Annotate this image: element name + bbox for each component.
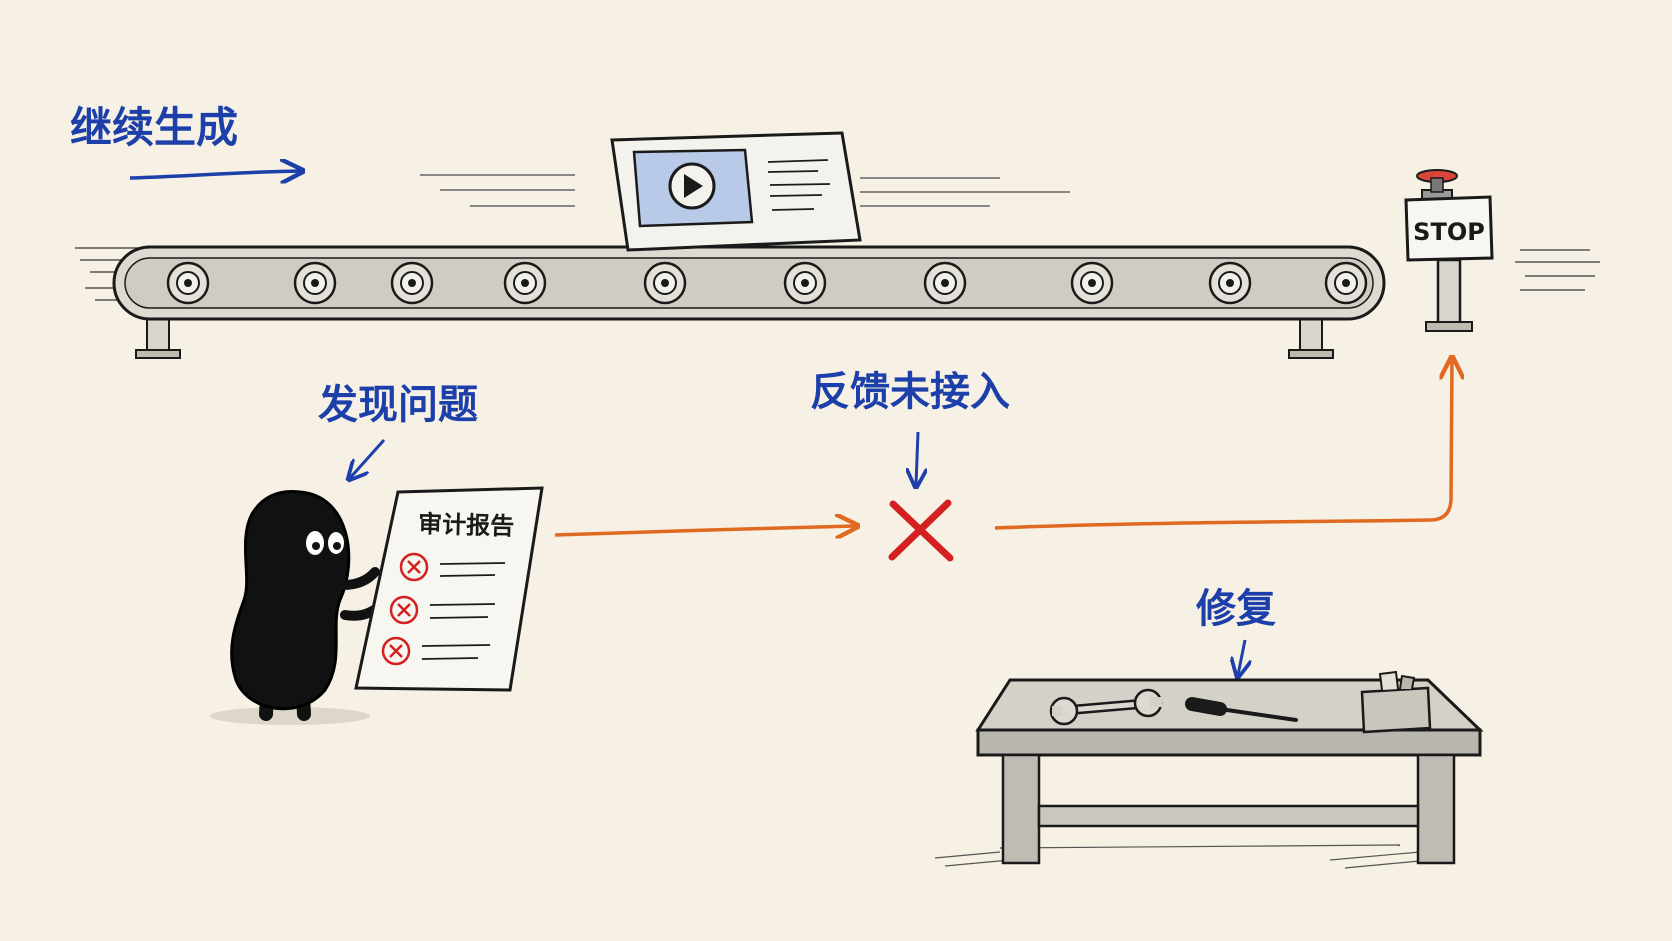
flow-arrow-report-to-feedback [554,526,855,535]
flow-arrow-feedback-to-stop [994,360,1452,530]
motion-lines-top [420,174,1070,207]
continue-arrow [129,171,300,178]
roller [923,261,967,305]
screwdriver-icon [1185,697,1298,722]
card-text-lines [767,159,831,211]
floor-hatching [934,844,1431,869]
label-repair: 修复 [1196,586,1276,632]
found-problem-arrow [350,438,386,478]
feedback-down-arrow [916,431,918,485]
roller [643,261,687,305]
roller [1208,261,1252,305]
error-icon [389,595,419,625]
wrench-icon [1049,688,1163,726]
roller [783,261,827,305]
roller [390,261,434,305]
audit-report-title: 审计报告 [418,510,515,541]
audit-report: 审计报告 [354,486,544,692]
label-found-problem: 发现问题 [318,382,478,428]
repair-arrow [1238,639,1245,675]
stop-sign-text: STOP [1413,218,1485,246]
roller [293,261,337,305]
stop-sign [1404,195,1494,262]
character [210,490,385,725]
video-card [610,131,862,252]
motion-lines-right [1515,249,1600,291]
roller [1324,261,1368,305]
conveyor-belt [75,174,1600,359]
report-item [389,595,496,625]
cross-mark-icon [888,499,954,562]
conveyor-rollers [166,261,1368,305]
toolbox-icon [1360,670,1432,734]
label-feedback-not-connected: 反馈未接入 [810,369,1010,415]
error-icon [399,552,429,582]
roller [1070,261,1114,305]
report-item [399,552,506,582]
play-icon [668,162,716,210]
stop-station: STOP [1404,169,1494,332]
character-eyes [306,531,344,555]
label-continue-generating: 继续生成 [70,103,238,152]
error-icon [381,636,411,666]
roller [503,261,547,305]
workbench [934,670,1484,869]
roller [166,261,210,305]
report-item [381,636,491,666]
